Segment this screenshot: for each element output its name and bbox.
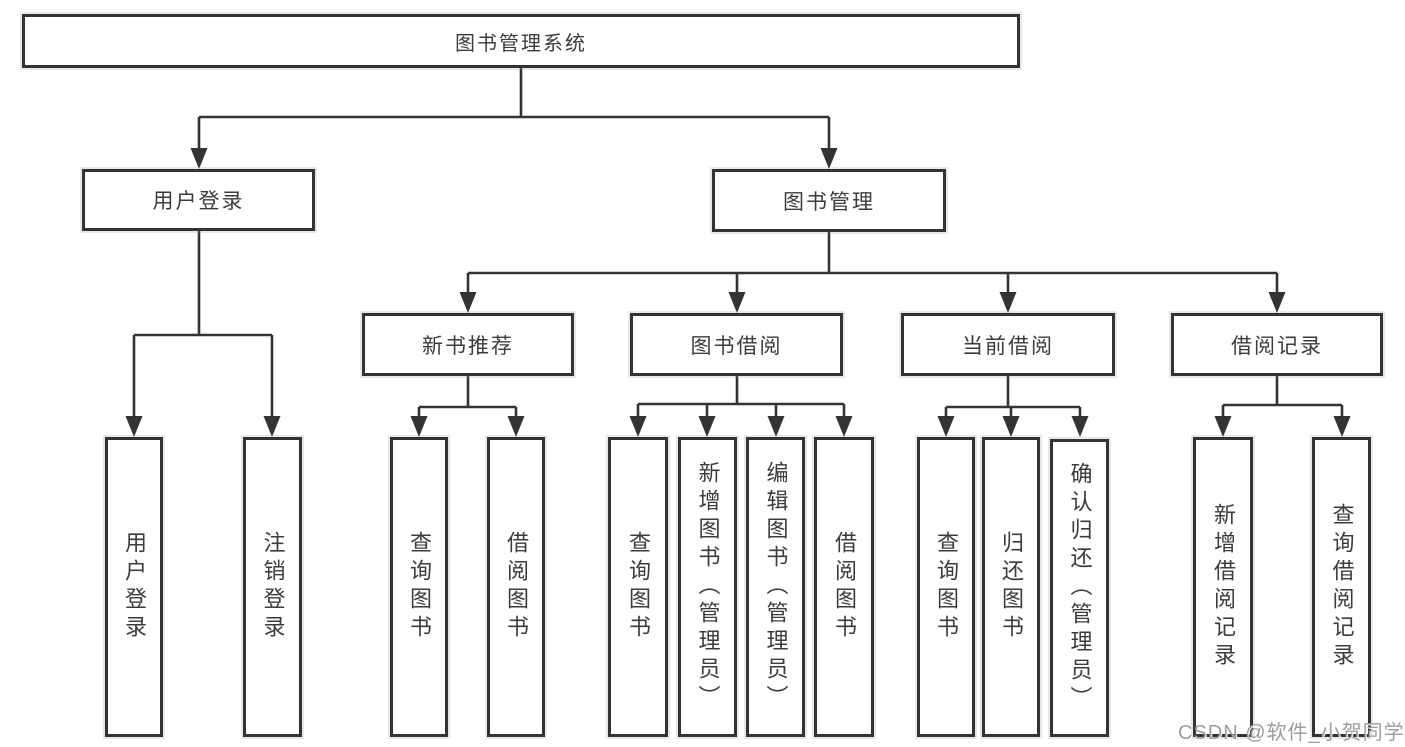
node-library-system: 图书管理系统 [22, 14, 1020, 68]
leaf-query-books-recommend: 查询图书 [390, 437, 448, 737]
leaf-add-book-admin-label: 新增图书（管理员） [695, 461, 721, 713]
leaf-confirm-return-admin-label: 确认归还（管理员） [1067, 462, 1093, 714]
leaf-add-borrow-record: 新增借阅记录 [1193, 437, 1253, 737]
arrowhead-icon [125, 416, 143, 437]
leaf-user-login: 用户登录 [105, 437, 163, 737]
connector [410, 376, 525, 437]
node-current-borrowing: 当前借阅 [901, 313, 1115, 376]
csdn-watermark: CSDN @软件_小贺同学 [1178, 722, 1405, 744]
node-book-management: 图书管理 [712, 169, 946, 232]
arrowhead-icon [1071, 416, 1089, 437]
node-new-book-recommend: 新书推荐 [362, 313, 574, 376]
node-book-management-label: 图书管理 [783, 190, 875, 214]
node-book-borrowing: 图书借阅 [630, 313, 843, 376]
node-library-system-label: 图书管理系统 [455, 32, 587, 55]
leaf-query-books-borrow: 查询图书 [608, 437, 668, 737]
arrowhead-icon [937, 416, 955, 437]
leaf-borrow-books-recommend: 借阅图书 [487, 437, 545, 737]
connector [937, 376, 1089, 437]
arrowhead-icon [1268, 292, 1286, 313]
arrowhead-icon [999, 292, 1017, 313]
arrowhead-icon [835, 416, 853, 437]
connector [1214, 376, 1351, 437]
leaf-query-books-borrow-label: 查询图书 [626, 531, 651, 643]
leaf-edit-book-admin: 编辑图书（管理员） [746, 437, 805, 737]
arrowhead-icon [507, 416, 525, 437]
leaf-query-books-current-label: 查询图书 [934, 531, 959, 643]
leaf-borrow-books-label: 借阅图书 [832, 531, 857, 643]
leaf-add-borrow-record-label: 新增借阅记录 [1211, 503, 1236, 671]
leaf-return-books-label: 归还图书 [999, 531, 1024, 643]
arrowhead-icon [1214, 416, 1232, 437]
connector [459, 232, 1286, 313]
connector [125, 231, 281, 437]
node-user-login-branch-label: 用户登录 [152, 190, 245, 213]
leaf-borrow-books: 借阅图书 [814, 437, 874, 737]
connector [629, 376, 853, 437]
node-borrowing-records: 借阅记录 [1171, 313, 1383, 376]
arrowhead-icon [410, 416, 428, 437]
arrowhead-icon [459, 292, 477, 313]
node-borrowing-records-label: 借阅记录 [1231, 334, 1323, 358]
arrowhead-icon [820, 148, 838, 169]
node-new-book-recommend-label: 新书推荐 [422, 334, 514, 358]
arrowhead-icon [1333, 416, 1351, 437]
leaf-logout-label: 注销登录 [260, 531, 286, 643]
leaf-query-books-current: 查询图书 [917, 437, 975, 737]
arrowhead-icon [1002, 416, 1020, 437]
leaf-query-borrow-record: 查询借阅记录 [1312, 437, 1371, 737]
connector [190, 68, 838, 169]
leaf-confirm-return-admin: 确认归还（管理员） [1050, 439, 1109, 737]
arrowhead-icon [263, 416, 281, 437]
node-book-borrowing-label: 图书借阅 [690, 334, 783, 358]
node-current-borrowing-label: 当前借阅 [962, 334, 1054, 358]
leaf-query-borrow-record-label: 查询借阅记录 [1329, 503, 1355, 671]
leaf-query-books-recommend-label: 查询图书 [407, 531, 432, 643]
leaf-add-book-admin: 新增图书（管理员） [678, 437, 737, 737]
arrowhead-icon [190, 148, 208, 169]
node-user-login-branch: 用户登录 [82, 169, 315, 231]
arrowhead-icon [698, 416, 716, 437]
leaf-borrow-books-recommend-label: 借阅图书 [504, 531, 529, 643]
arrowhead-icon [767, 416, 785, 437]
arrowhead-icon [629, 416, 647, 437]
leaf-logout: 注销登录 [243, 437, 302, 737]
arrowhead-icon [728, 292, 746, 313]
leaf-user-login-label: 用户登录 [122, 531, 147, 643]
leaf-return-books: 归还图书 [982, 437, 1040, 737]
leaf-edit-book-admin-label: 编辑图书（管理员） [763, 461, 789, 713]
